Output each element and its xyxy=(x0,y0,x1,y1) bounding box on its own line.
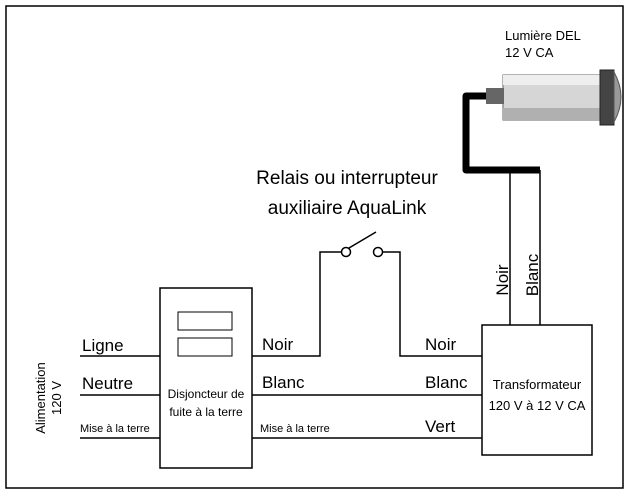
transformer-box xyxy=(481,324,593,456)
relay-label-line2: auxiliaire AquaLink xyxy=(268,198,427,219)
lamp-wire-label-white: Blanc xyxy=(523,253,542,296)
relay-switch-icon xyxy=(340,231,384,258)
transformer-label-black: Noir xyxy=(425,335,457,354)
diagram-border xyxy=(5,5,624,489)
lamp-label-line1: Lumière DEL xyxy=(505,28,581,43)
lamp-label-line2: 12 V CA xyxy=(505,45,554,60)
gfci-label-line1: Disjoncteur de xyxy=(168,387,245,401)
transformer-label-white: Blanc xyxy=(425,373,468,392)
middle-label-black: Noir xyxy=(262,335,294,354)
black-wire-to-relay xyxy=(252,251,342,357)
input-label-line: Ligne xyxy=(82,336,124,355)
power-label-line1: Alimentation xyxy=(33,362,48,434)
transformer-label-green: Vert xyxy=(425,417,456,436)
middle-label-white: Blanc xyxy=(262,373,305,392)
relay-label-line1: Relais ou interrupteur xyxy=(256,168,438,189)
middle-label-ground: Mise à la terre xyxy=(260,423,330,435)
gfci-button-reset xyxy=(177,337,233,357)
power-label-line2: 120 V xyxy=(49,381,64,415)
lamp-wire-label-black: Noir xyxy=(493,264,512,296)
input-label-neutral: Neutre xyxy=(82,374,133,393)
input-label-ground: Mise à la terre xyxy=(80,423,150,435)
gfci-label-line2: fuite à la terre xyxy=(169,405,243,419)
black-wire-from-relay xyxy=(382,251,482,357)
led-lamp-icon xyxy=(486,69,622,126)
transformer-label-line1: Transformateur xyxy=(493,377,582,392)
transformer-label-line2: 120 V à 12 V CA xyxy=(489,398,586,413)
gfci-button-test xyxy=(177,311,233,331)
lamp-conduit xyxy=(462,92,540,174)
